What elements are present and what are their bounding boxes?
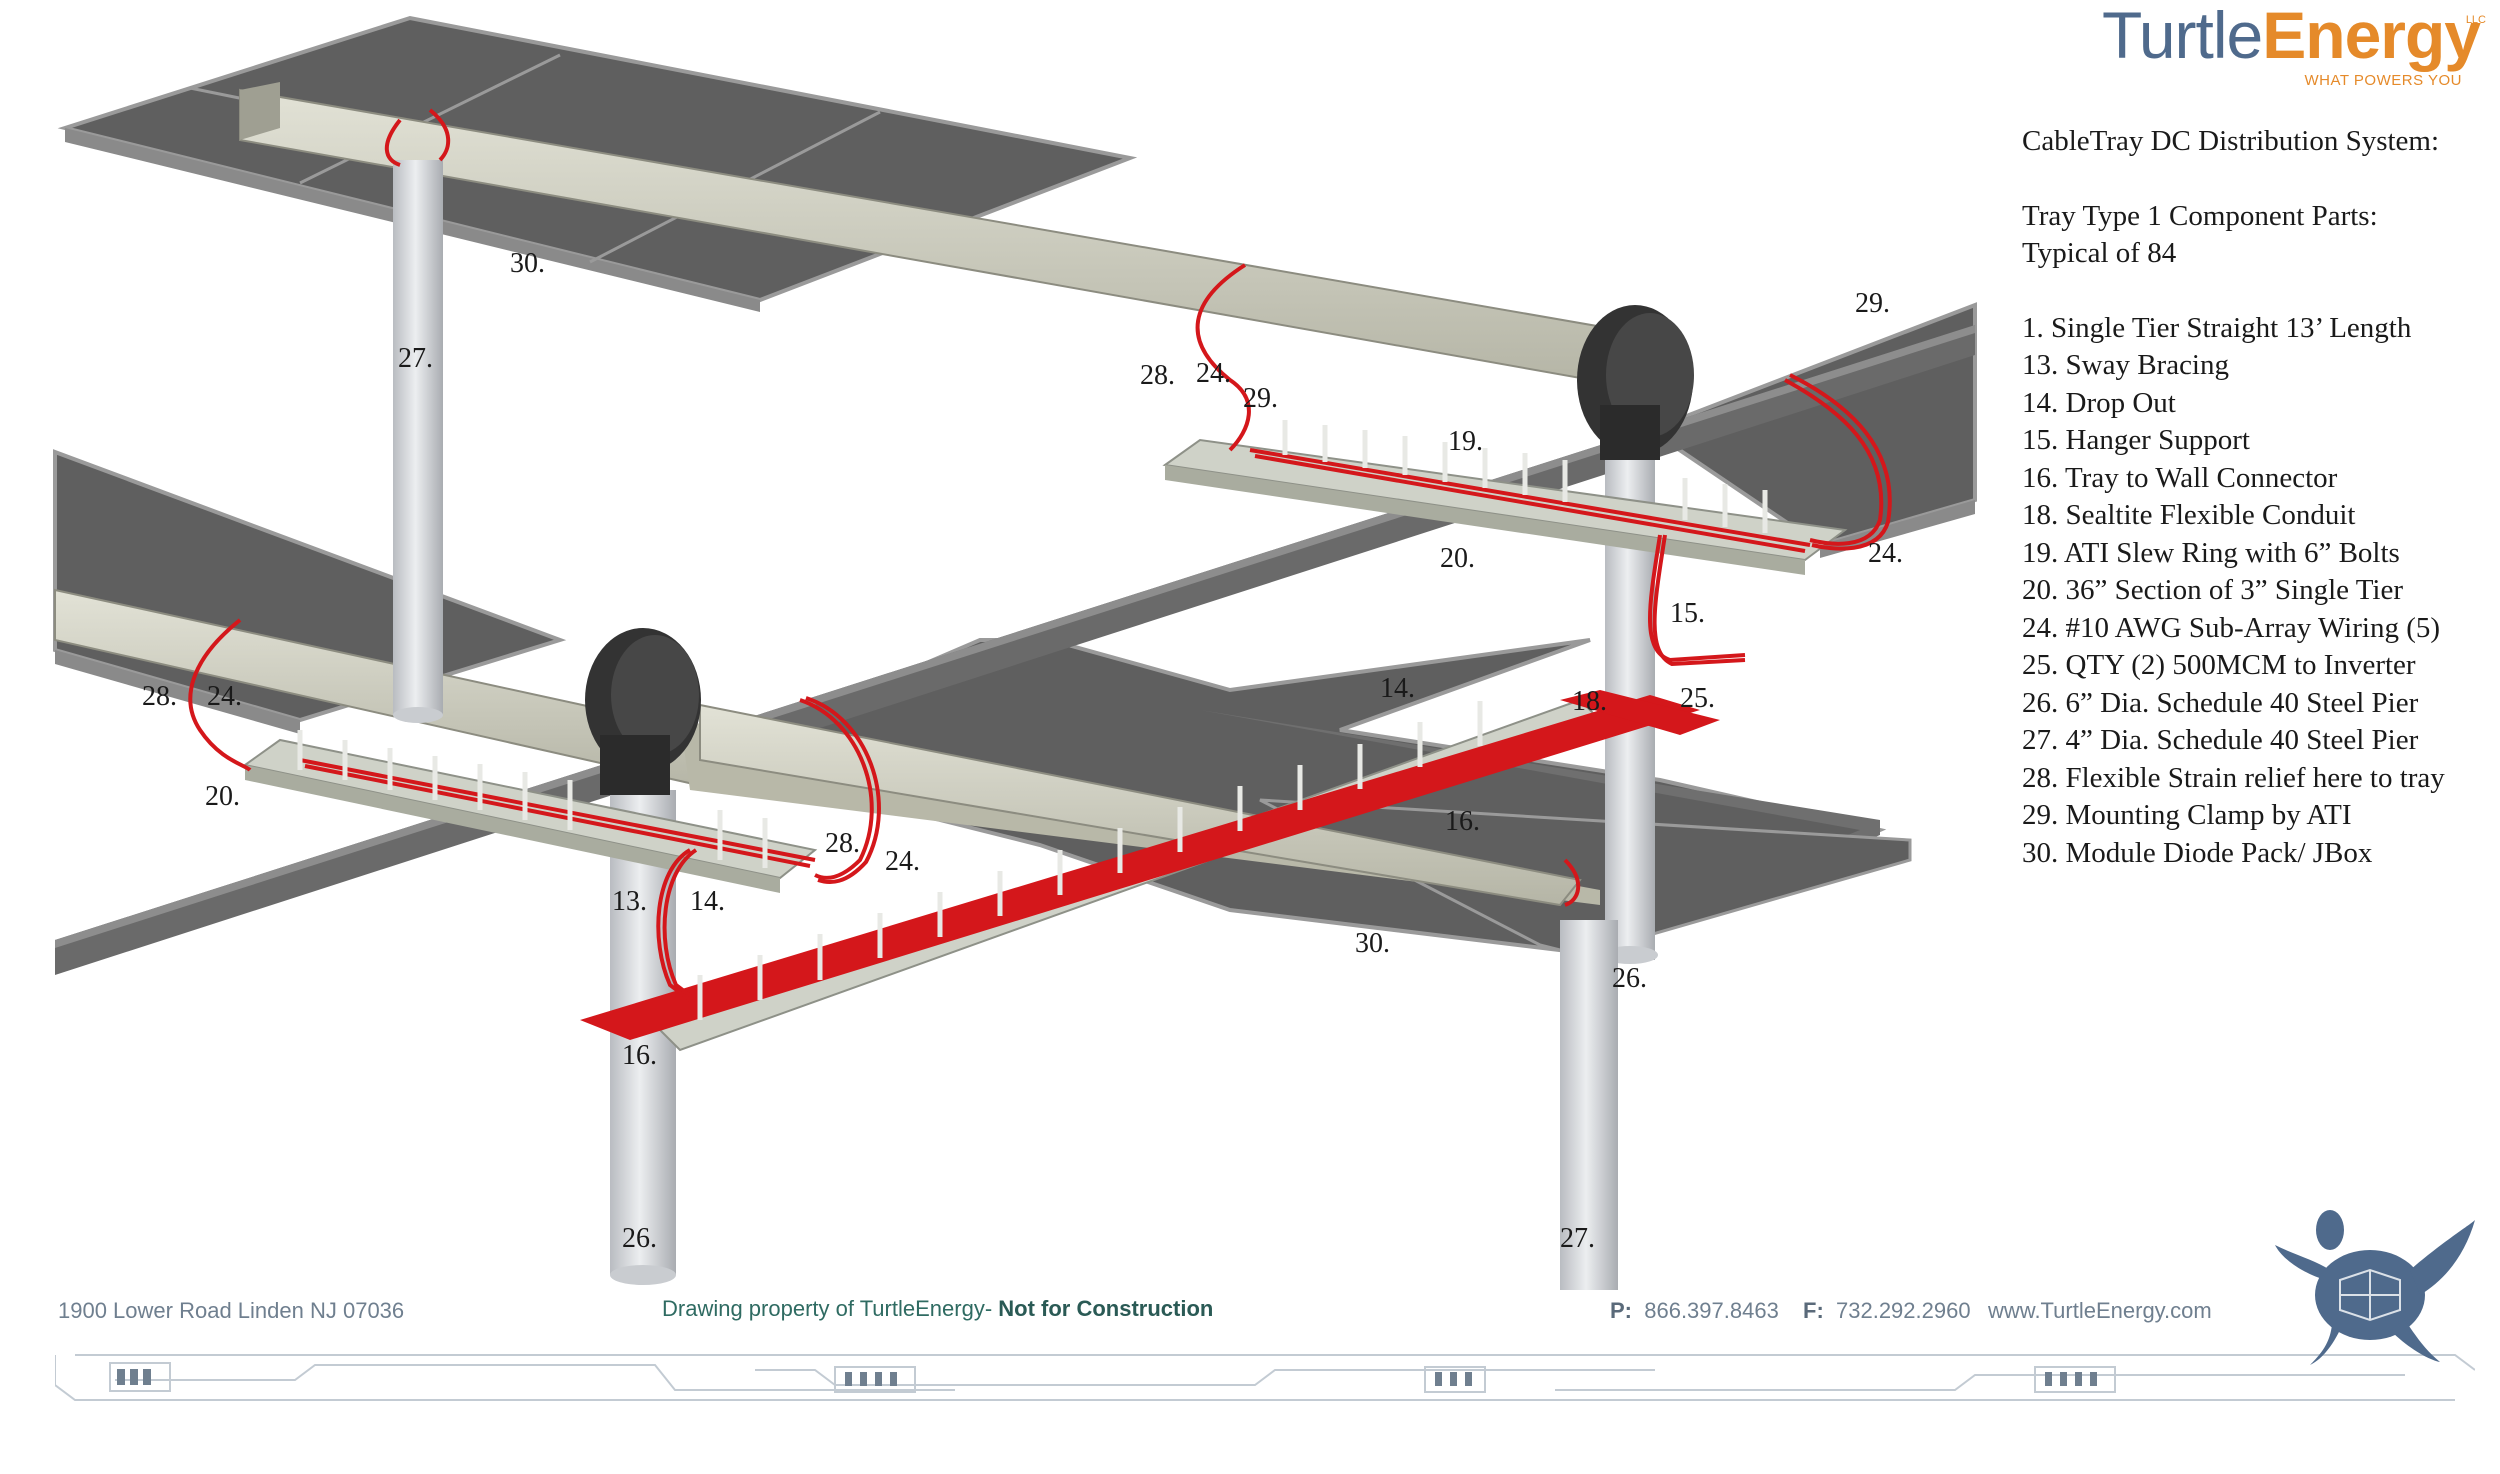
- callout-30-top: 30.: [510, 248, 545, 279]
- callout-29-right: 29.: [1855, 288, 1890, 319]
- legend-item: 15. Hanger Support: [2022, 424, 2250, 456]
- callout-24-left: 24.: [207, 681, 242, 712]
- callout-19: 19.: [1448, 426, 1483, 457]
- legend-item: 24. #10 AWG Sub-Array Wiring (5): [2022, 611, 2441, 644]
- callout-20-lower: 20.: [205, 781, 240, 812]
- callout-14-center: 14.: [1380, 673, 1415, 704]
- legend-item: 29. Mounting Clamp by ATI: [2022, 799, 2352, 831]
- legend-item: 1. Single Tier Straight 13’ Length: [2022, 311, 2412, 344]
- legend-item: 26. 6” Dia. Schedule 40 Steel Pier: [2022, 686, 2419, 719]
- callout-20-upper: 20.: [1440, 543, 1475, 574]
- legend-list: 1. Single Tier Straight 13’ Length 13. S…: [2022, 310, 2492, 873]
- legend-item: 16. Tray to Wall Connector: [2022, 461, 2338, 494]
- footer-address: 1900 Lower Road Linden NJ 07036: [58, 1298, 405, 1323]
- circuit-trace-decoration: [55, 1354, 2475, 1401]
- legend-item: 30. Module Diode Pack/ JBox: [2022, 836, 2373, 869]
- legend-item: 25. QTY (2) 500MCM to Inverter: [2022, 649, 2416, 681]
- callout-18: 18.: [1572, 686, 1607, 717]
- legend-subtitle-line1: Tray Type 1 Component Parts:: [2022, 199, 2378, 232]
- footer-website[interactable]: www.TurtleEnergy.com: [1988, 1298, 2212, 1323]
- fax-value: 732.292.2960: [1836, 1298, 1971, 1323]
- callout-25: 25.: [1680, 683, 1715, 714]
- callout-13: 13.: [612, 886, 647, 917]
- logo-word-energy: Energy: [2262, 0, 2481, 72]
- sea-turtle-icon: [2275, 1210, 2475, 1365]
- logo-wordmark: TurtleEnergy: [2102, 2, 2481, 68]
- legend-item: 28. Flexible Strain relief here to tray: [2022, 761, 2445, 794]
- legend-item: 19. ATI Slew Ring with 6” Bolts: [2022, 536, 2400, 569]
- logo-word-turtle: Turtle: [2101, 0, 2263, 72]
- callout-30-lower: 30.: [1355, 928, 1390, 959]
- callout-26-right: 26.: [1612, 963, 1647, 994]
- phone-value: 866.397.8463: [1644, 1298, 1779, 1323]
- callout-27-top: 27.: [398, 343, 433, 374]
- logo-llc: LLC: [2465, 14, 2486, 26]
- turtle-energy-logo: TurtleEnergy LLC WHAT POWERS YOU: [2100, 2, 2486, 97]
- legend-subtitle-line2: Typical of 84: [2022, 237, 2177, 269]
- callout-16-center: 16.: [1445, 806, 1480, 837]
- callout-28-upper-right: 28.: [1140, 360, 1175, 391]
- callout-26-left: 26.: [622, 1223, 657, 1254]
- legend-title: CableTray DC Distribution System:: [2022, 125, 2440, 157]
- callout-24-center: 24.: [885, 846, 920, 877]
- callout-29-upper: 29.: [1243, 383, 1278, 414]
- fax-label: F:: [1803, 1298, 1824, 1323]
- legend-item: 18. Sealtite Flexible Conduit: [2022, 499, 2356, 531]
- tray-hangers: [297, 420, 1768, 1020]
- legend-item: 20. 36” Section of 3” Single Tier: [2022, 574, 2404, 606]
- callout-28-center: 28.: [825, 828, 860, 859]
- slew-rings: [585, 305, 1694, 795]
- drawing-note-prefix: Drawing property of TurtleEnergy-: [662, 1296, 999, 1321]
- footer-fax: F: 732.292.2960: [1803, 1298, 1971, 1324]
- torque-tube-lower: [54, 588, 1600, 907]
- drawing-note-bold: Not for Construction: [998, 1296, 1214, 1321]
- callout-24-right: 24.: [1868, 538, 1903, 569]
- legend-item: 27. 4” Dia. Schedule 40 Steel Pier: [2022, 724, 2419, 756]
- callout-27-right: 27.: [1560, 1223, 1595, 1254]
- callout-28-left: 28.: [142, 681, 177, 712]
- callout-24-upper-right: 24.: [1196, 358, 1231, 389]
- footer-phone: P: 866.397.8463: [1610, 1298, 1779, 1324]
- phone-label: P:: [1610, 1298, 1632, 1323]
- logo-tagline: WHAT POWERS YOU: [2304, 72, 2462, 89]
- legend-item: 13. Sway Bracing: [2022, 349, 2229, 381]
- callout-16-lower: 16.: [622, 1040, 657, 1071]
- callout-15: 15.: [1670, 598, 1705, 629]
- footer-drawing-note: Drawing property of TurtleEnergy- Not fo…: [662, 1296, 1213, 1322]
- legend-item: 14. Drop Out: [2022, 386, 2176, 419]
- component-legend: CableTray DC Distribution System: Tray T…: [2022, 123, 2492, 872]
- callout-14-lower: 14.: [690, 886, 725, 917]
